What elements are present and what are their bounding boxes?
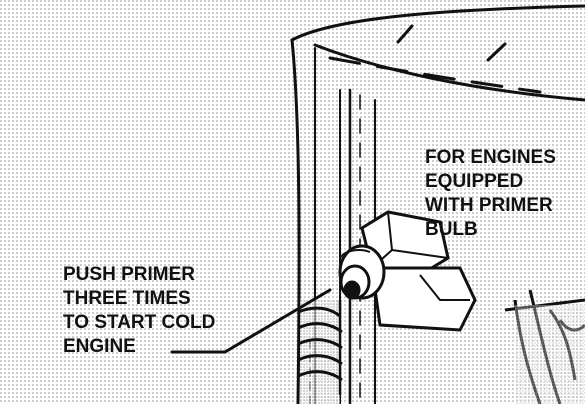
- primer-bulb-callout-line-4: BULB: [425, 219, 478, 240]
- primer-bulb: [338, 210, 477, 332]
- push-primer-callout-line-3: TO START COLD: [63, 312, 215, 333]
- push-primer-callout-line-4: ENGINE: [63, 336, 136, 357]
- primer-bulb-callout-line-2: EQUIPPED: [425, 171, 523, 192]
- ribbed-grip: [297, 300, 343, 395]
- primer-bulb-callout: FOR ENGINES EQUIPPED WITH PRIMER BULB: [425, 147, 556, 240]
- primer-bulb-callout-line-1: FOR ENGINES: [425, 147, 556, 168]
- push-primer-callout: PUSH PRIMER THREE TIMES TO START COLD EN…: [63, 264, 215, 357]
- push-primer-callout-line-2: THREE TIMES: [63, 288, 191, 309]
- callout-leader-line: [170, 288, 332, 354]
- housing-shade: [300, 300, 340, 404]
- primer-bulb-callout-line-3: WITH PRIMER: [425, 195, 553, 216]
- fuel-line-shade: [515, 305, 585, 404]
- push-primer-callout-line-1: PUSH PRIMER: [63, 264, 195, 285]
